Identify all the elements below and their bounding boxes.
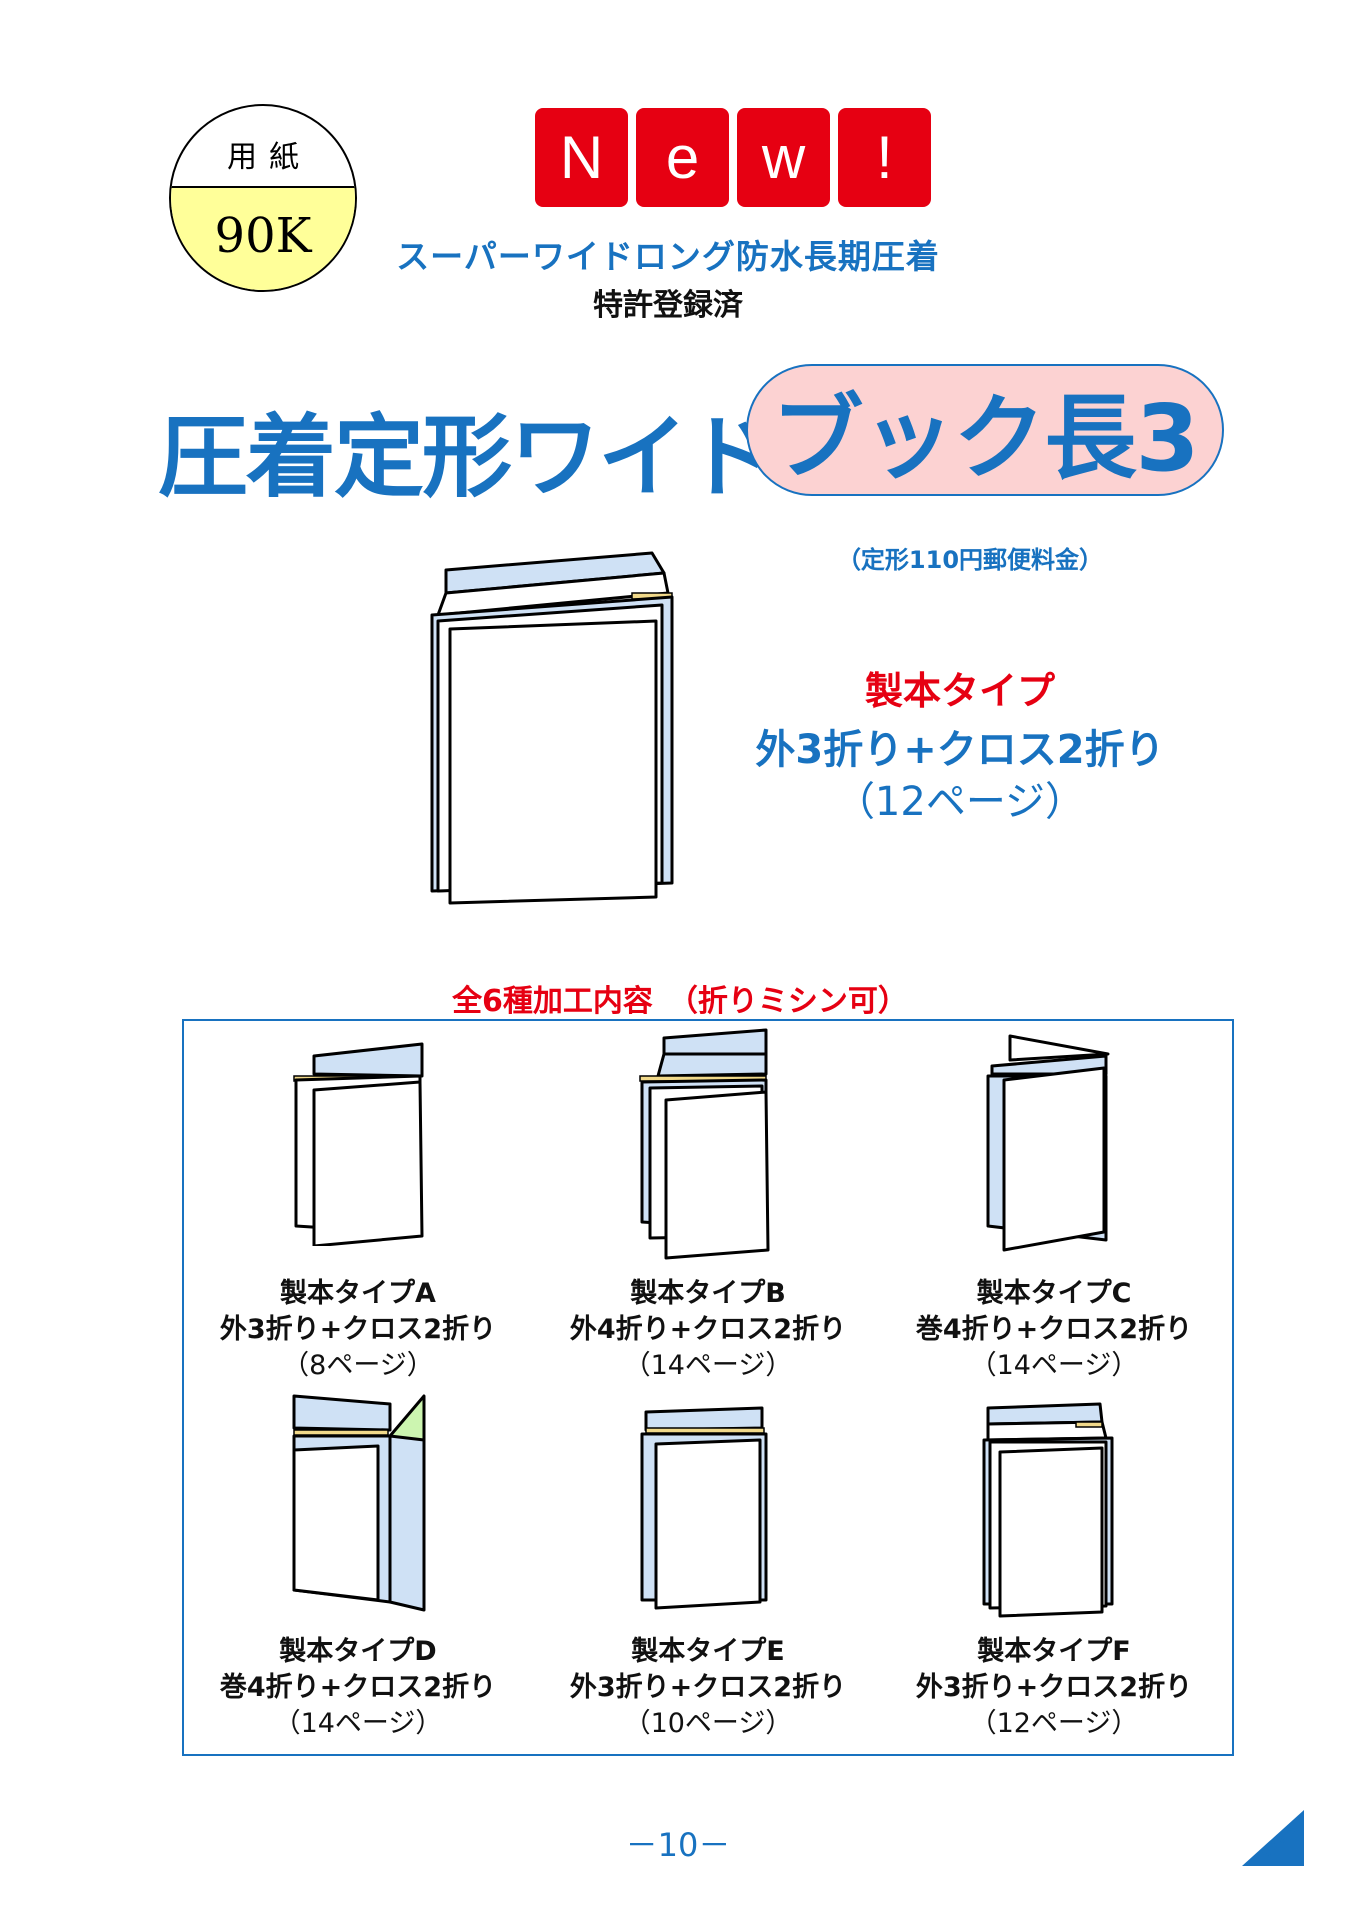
featured-folding: 外3折り+クロス2折り bbox=[755, 727, 1165, 773]
variant-e-caption: 製本タイプE 外3折り+クロス2折り （10ページ） bbox=[538, 1634, 878, 1742]
variant-a-caption: 製本タイプA 外3折り+クロス2折り （8ページ） bbox=[188, 1276, 528, 1384]
variant-c-caption: 製本タイプC 巻4折り+クロス2折り （14ページ） bbox=[884, 1276, 1224, 1384]
variant-pages: （14ページ） bbox=[273, 1708, 443, 1739]
variant-name: 製本タイプF bbox=[977, 1636, 1131, 1667]
variant-b-caption: 製本タイプB 外4折り+クロス2折り （14ページ） bbox=[538, 1276, 878, 1384]
badge-value: 90K bbox=[171, 186, 355, 290]
variant-pages: （14ページ） bbox=[969, 1350, 1139, 1381]
new-letter: w bbox=[737, 108, 830, 207]
variant-name: 製本タイプB bbox=[630, 1278, 786, 1309]
variant-folding: 外4折り+クロス2折り bbox=[569, 1314, 847, 1345]
patent-note: 特許登録済 bbox=[593, 288, 743, 323]
title-highlight: ブック長3 bbox=[746, 364, 1224, 496]
variant-d-caption: 製本タイプD 巻4折り+クロス2折り （14ページ） bbox=[188, 1634, 528, 1742]
product-subtitle: スーパーワイドロング防水長期圧着 bbox=[396, 237, 940, 276]
variant-folding: 巻4折り+クロス2折り bbox=[219, 1672, 497, 1703]
new-letter: ! bbox=[838, 108, 931, 207]
paper-weight-badge: 用紙 90K bbox=[169, 104, 357, 292]
section-heading: 全6種加工内容 （折りミシン可） bbox=[452, 984, 908, 1019]
variant-c-illustration bbox=[986, 1034, 1110, 1252]
variant-name: 製本タイプD bbox=[279, 1636, 437, 1667]
variant-e-illustration bbox=[640, 1406, 768, 1610]
variant-folding: 巻4折り+クロス2折り bbox=[915, 1314, 1193, 1345]
featured-type: 製本タイプ bbox=[864, 669, 1055, 713]
variant-pages: （8ページ） bbox=[282, 1350, 434, 1381]
variant-pages: （12ページ） bbox=[969, 1708, 1139, 1739]
open-corner-tab[interactable]: OPEN bbox=[1236, 1808, 1306, 1868]
variant-f-caption: 製本タイプF 外3折り+クロス2折り （12ページ） bbox=[884, 1634, 1224, 1742]
badge-label: 用紙 bbox=[227, 140, 311, 175]
variant-b-illustration bbox=[639, 1028, 770, 1260]
variant-name: 製本タイプE bbox=[631, 1636, 785, 1667]
variant-pages: （14ページ） bbox=[623, 1350, 793, 1381]
variants-frame bbox=[182, 1019, 1234, 1756]
variant-folding: 外3折り+クロス2折り bbox=[569, 1672, 847, 1703]
variant-a-illustration bbox=[293, 1042, 424, 1246]
featured-pages: （12ページ） bbox=[834, 779, 1086, 825]
featured-booklet-illustration bbox=[430, 551, 674, 905]
page-number: －10－ bbox=[625, 1826, 731, 1864]
variant-f-illustration bbox=[982, 1402, 1114, 1618]
new-letter: e bbox=[636, 108, 729, 207]
page-title: 圧着定形ワイド bbox=[158, 405, 776, 510]
variant-folding: 外3折り+クロス2折り bbox=[915, 1672, 1193, 1703]
variant-name: 製本タイプC bbox=[976, 1278, 1132, 1309]
variant-d-illustration bbox=[292, 1394, 426, 1612]
postage-note: （定形110円郵便料金） bbox=[836, 546, 1104, 574]
new-banner: N e w ! bbox=[535, 108, 931, 207]
variant-folding: 外3折り+クロス2折り bbox=[219, 1314, 497, 1345]
variant-name: 製本タイプA bbox=[280, 1278, 436, 1309]
variant-pages: （10ページ） bbox=[623, 1708, 793, 1739]
new-letter: N bbox=[535, 108, 628, 207]
